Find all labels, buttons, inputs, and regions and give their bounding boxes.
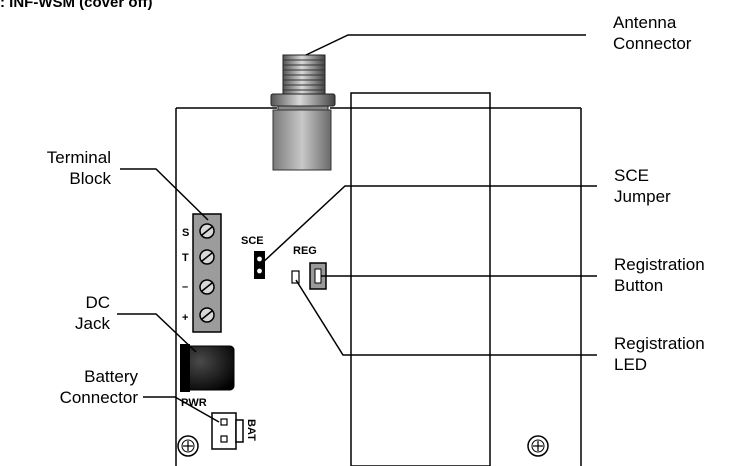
callout-dc-line1: DC bbox=[85, 293, 110, 312]
callout-terminal-line1: Terminal bbox=[46, 148, 111, 167]
callout-battery-line2: Connector bbox=[59, 388, 138, 407]
pwr-label: PWR bbox=[181, 397, 207, 409]
leader-terminal bbox=[120, 168, 209, 221]
mounting-screw-right bbox=[527, 435, 549, 457]
leader-sce bbox=[259, 185, 597, 266]
figure-title: : INF-WSM (cover off) bbox=[0, 0, 153, 11]
callout-battery-line1: Battery bbox=[84, 367, 138, 386]
callout-registration-button: Registration Button bbox=[614, 254, 705, 296]
terminal-label-minus: – bbox=[182, 281, 188, 293]
terminal-label-t: T bbox=[182, 252, 189, 264]
antenna-connector bbox=[270, 54, 336, 171]
callout-sce-line2: Jumper bbox=[614, 187, 671, 206]
callout-reg-button-line1: Registration bbox=[614, 255, 705, 274]
callout-terminal-block: Terminal Block bbox=[31, 147, 111, 189]
reg-label: REG bbox=[293, 245, 317, 257]
callout-sce-line1: SCE bbox=[614, 166, 649, 185]
callout-reg-led-line2: LED bbox=[614, 355, 648, 374]
sce-jumper bbox=[254, 251, 265, 279]
callout-battery-connector: Battery Connector bbox=[50, 366, 138, 408]
callout-antenna-line2: Connector bbox=[613, 34, 692, 53]
registration-led bbox=[291, 270, 300, 284]
leader-reg-led bbox=[295, 279, 597, 356]
leader-dc-jack bbox=[117, 313, 197, 353]
terminal-label-plus: + bbox=[182, 312, 188, 324]
callout-registration-led: Registration LED bbox=[614, 333, 705, 375]
callout-antenna-connector: Antenna Connector bbox=[613, 12, 691, 54]
sce-label: SCE bbox=[241, 235, 264, 247]
callout-dc-line2: Jack bbox=[75, 314, 110, 333]
callout-sce-jumper: SCE Jumper bbox=[614, 165, 671, 207]
callout-reg-button-line2: Button bbox=[614, 276, 664, 295]
terminal-block: S T – + bbox=[182, 213, 222, 333]
bat-label: BAT bbox=[245, 419, 257, 441]
battery-connector bbox=[211, 412, 244, 450]
dc-jack bbox=[180, 344, 235, 392]
leader-battery bbox=[143, 396, 220, 423]
leader-antenna bbox=[305, 34, 586, 56]
callout-dc-jack: DC Jack bbox=[70, 292, 110, 334]
mounting-screw-left bbox=[177, 435, 199, 457]
rf-module-outline bbox=[350, 92, 491, 466]
callout-terminal-line2: Block bbox=[69, 169, 111, 188]
terminal-label-s: S bbox=[182, 227, 189, 239]
callout-antenna-line1: Antenna bbox=[613, 13, 677, 32]
circuit-board bbox=[175, 107, 582, 466]
callout-reg-led-line1: Registration bbox=[614, 334, 705, 353]
